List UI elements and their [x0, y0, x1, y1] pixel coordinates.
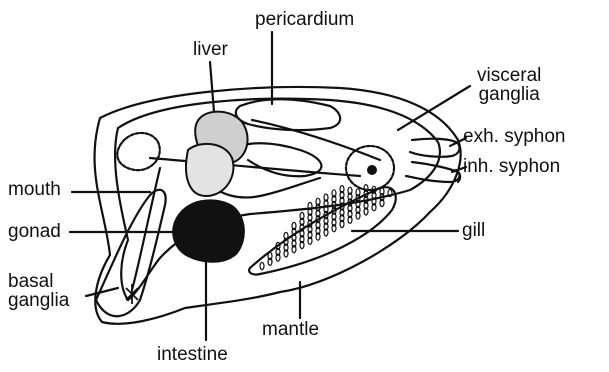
label-visceral-line1: visceral: [477, 66, 541, 85]
label-gonad: gonad: [8, 222, 61, 241]
nerve-cord: [150, 158, 360, 176]
label-basal-line1: basal: [8, 272, 69, 291]
intestine-upper: [252, 120, 380, 160]
pointer-liver: [210, 62, 214, 112]
gonad-shape: [173, 200, 244, 261]
label-liver: liver: [193, 40, 228, 59]
label-inh-syphon: inh. syphon: [463, 157, 560, 176]
label-mouth: mouth: [8, 180, 61, 199]
visceral-ganglia-node: [367, 165, 377, 175]
exh-siphon-tube: [410, 139, 459, 157]
pericardium-shape: [236, 99, 340, 130]
label-gill: gill: [462, 221, 485, 240]
anterior-adductor: [117, 133, 159, 170]
label-basal-ganglia: basal ganglia: [8, 272, 69, 310]
label-mantle: mantle: [262, 320, 319, 339]
pedal-nerve: [132, 168, 160, 290]
stomach-shape: [186, 144, 233, 196]
label-visceral-ganglia: visceral ganglia: [477, 66, 541, 104]
label-intestine: intestine: [157, 345, 228, 364]
label-visceral-line2: ganglia: [477, 85, 541, 104]
label-basal-line2: ganglia: [8, 291, 69, 310]
pointer-visceral: [398, 86, 470, 130]
label-exh-syphon: exh. syphon: [463, 127, 565, 146]
label-pericardium: pericardium: [255, 10, 354, 29]
shell-outline: [95, 87, 461, 324]
gill-lamella: [260, 262, 264, 269]
